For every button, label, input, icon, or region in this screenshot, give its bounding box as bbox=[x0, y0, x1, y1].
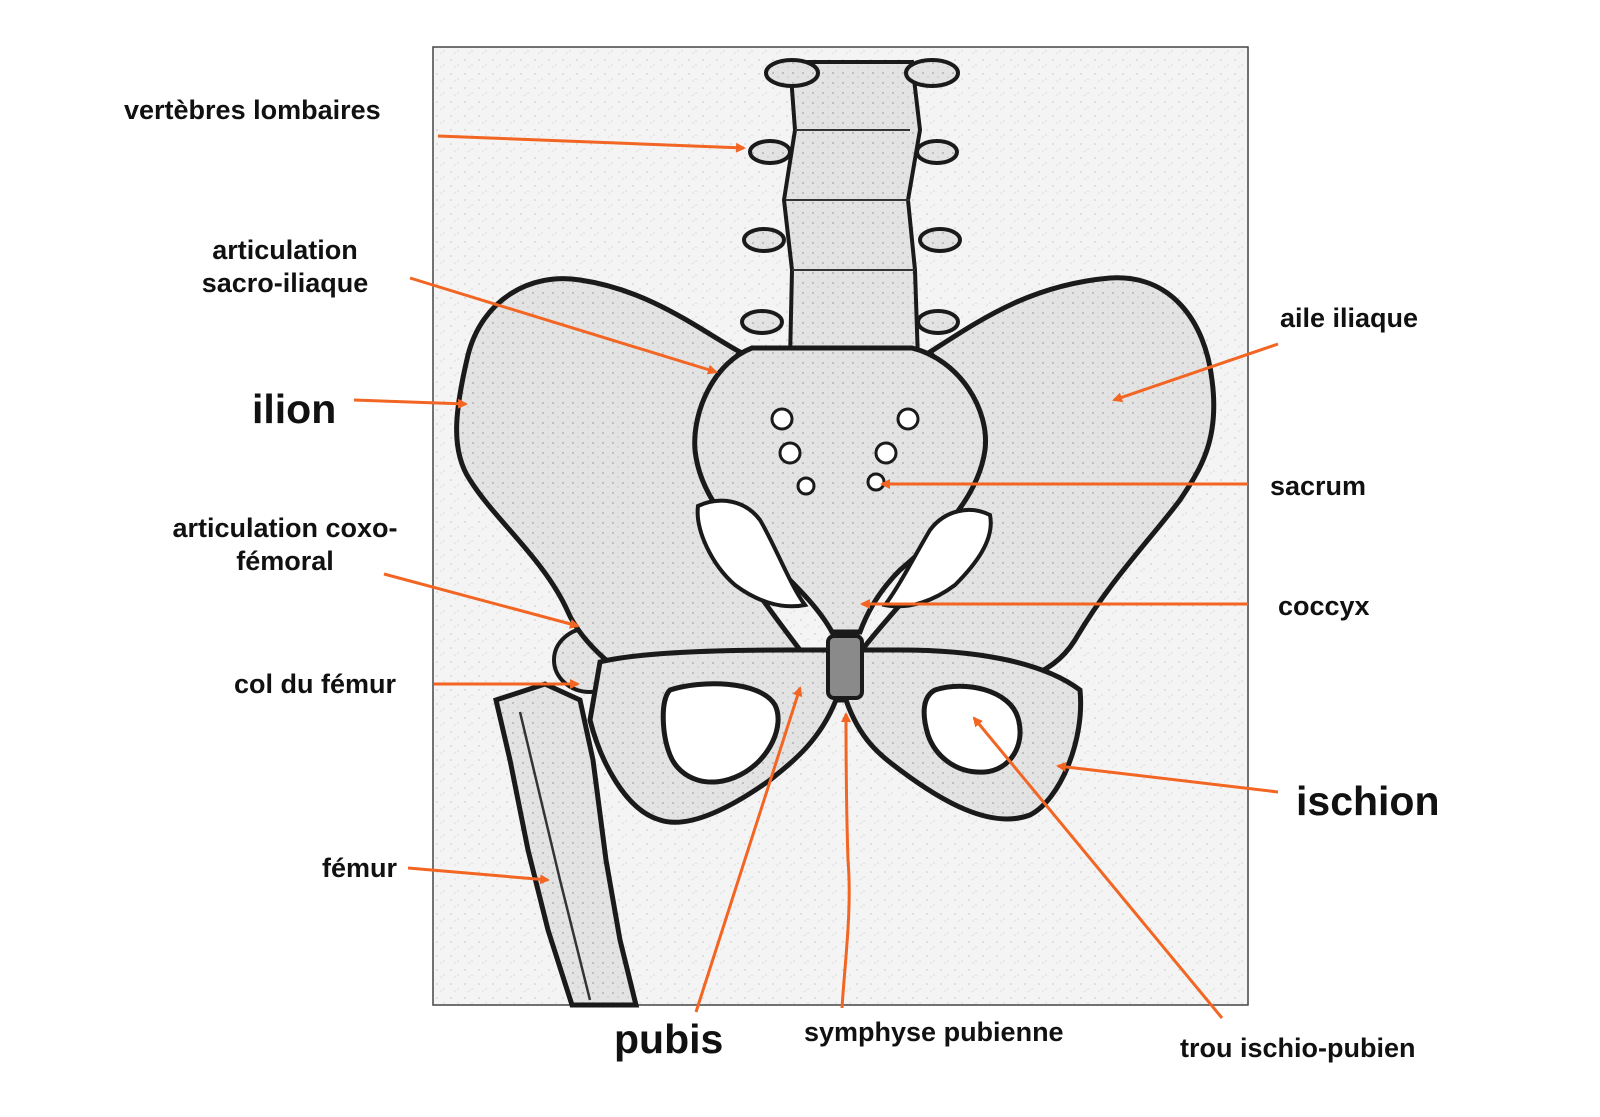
arrow-pubis bbox=[694, 686, 803, 1013]
arrow-trou-ischio-pubien bbox=[972, 716, 1224, 1019]
vertebra-divisions bbox=[786, 129, 915, 271]
label-aile-iliaque: aile iliaque bbox=[1280, 303, 1419, 333]
label-femur: fémur bbox=[322, 853, 398, 883]
arrow-articulation-coxo-femoral bbox=[383, 572, 580, 629]
label-pubis: pubis bbox=[614, 1016, 724, 1062]
arrow-aile-iliaque bbox=[1112, 342, 1279, 403]
label-symphyse-pubienne: symphyse pubienne bbox=[804, 1017, 1064, 1047]
arrow-symphyse-pubienne bbox=[840, 712, 852, 1009]
arrow-vertebres-lombaires bbox=[437, 134, 746, 153]
label-ischion: ischion bbox=[1296, 778, 1440, 824]
leader-lines bbox=[353, 134, 1279, 1019]
arrow-femur bbox=[407, 866, 550, 885]
label-col-du-femur: col du fémur bbox=[234, 669, 397, 699]
label-articulation-sacro-iliaque: articulation sacro-iliaque bbox=[178, 234, 392, 300]
label-articulation-sacro-iliaque-line1: articulation bbox=[212, 235, 358, 265]
right-obturator-foramen bbox=[921, 683, 1023, 775]
sacral-foramina bbox=[770, 407, 920, 496]
label-vertebres-lombaires: vertèbres lombaires bbox=[124, 95, 381, 125]
label-articulation-sacro-iliaque-line2: sacro-iliaque bbox=[201, 267, 369, 298]
pubic-symphysis-shape bbox=[826, 634, 864, 700]
label-articulation-coxo-femoral-line1: articulation coxo- bbox=[172, 513, 398, 543]
label-sacrum: sacrum bbox=[1270, 471, 1367, 501]
femur-shape bbox=[493, 681, 640, 1008]
label-articulation-coxo-femoral-line2: fémoral bbox=[236, 545, 334, 576]
left-pelvic-opening bbox=[695, 498, 809, 609]
label-ilion: ilion bbox=[252, 386, 337, 432]
arrow-articulation-sacro-iliaque bbox=[409, 276, 718, 375]
label-trou-ischio-pubien: trou ischio-pubien bbox=[1180, 1033, 1416, 1063]
arrow-ischion bbox=[1056, 761, 1279, 794]
femur-inner-line bbox=[518, 711, 592, 1001]
label-coccyx: coccyx bbox=[1278, 591, 1370, 621]
left-obturator-foramen bbox=[660, 681, 781, 785]
label-articulation-coxo-femoral: articulation coxo- fémoral bbox=[150, 512, 420, 578]
arrow-ilion bbox=[353, 398, 468, 409]
